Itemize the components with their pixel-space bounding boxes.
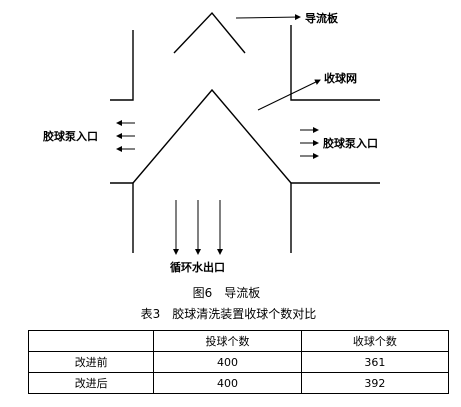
balls-collected-cell: 392 <box>300 372 450 394</box>
pointer-arrows <box>235 14 321 111</box>
collection-net-label: 收球网 <box>324 71 357 85</box>
left-inlet-arrows <box>116 120 135 152</box>
upper-left-wall <box>110 30 134 101</box>
table-row: 改进后 400 392 <box>27 372 450 394</box>
table-header-row: 投球个数 收球个数 <box>27 330 450 352</box>
figure-caption: 图6 导流板 <box>192 286 261 300</box>
row-label: 改进前 <box>27 351 155 373</box>
outlet-label: 循环水出口 <box>170 260 225 274</box>
right-inlet-label: 胶球泵入口 <box>323 136 378 150</box>
balls-thrown-cell: 400 <box>153 351 302 373</box>
top-deflector-plate <box>173 11 246 54</box>
lower-left-wall <box>110 182 134 253</box>
balls-collected-cell: 361 <box>300 351 450 373</box>
table-row: 改进前 400 361 <box>27 351 450 373</box>
right-inlet-arrows <box>300 127 319 159</box>
deflector-label: 导流板 <box>305 11 339 25</box>
balls-thrown-cell: 400 <box>153 372 302 394</box>
header-cell <box>27 330 155 352</box>
row-label: 改进后 <box>27 372 155 394</box>
deflector-plates <box>132 11 292 184</box>
deflector-diagram: 导流板 收球网 胶球泵入口 胶球泵入口 循环水出口 <box>43 11 380 274</box>
outlet-arrows <box>173 200 223 255</box>
net-pointer-arrow <box>257 79 321 111</box>
upper-right-wall <box>290 25 380 101</box>
table-caption: 表3 胶球清洗装置收球个数对比 <box>140 307 317 321</box>
ball-collection-comparison-table: 投球个数 收球个数 改进前 400 361 改进后 400 392 <box>27 330 450 394</box>
lower-right-wall <box>290 182 380 253</box>
deflector-pointer-arrow <box>235 14 301 21</box>
left-inlet-label: 胶球泵入口 <box>43 129 98 143</box>
main-deflector-plate <box>132 88 292 184</box>
header-cell: 收球个数 <box>300 330 450 352</box>
header-cell: 投球个数 <box>153 330 302 352</box>
